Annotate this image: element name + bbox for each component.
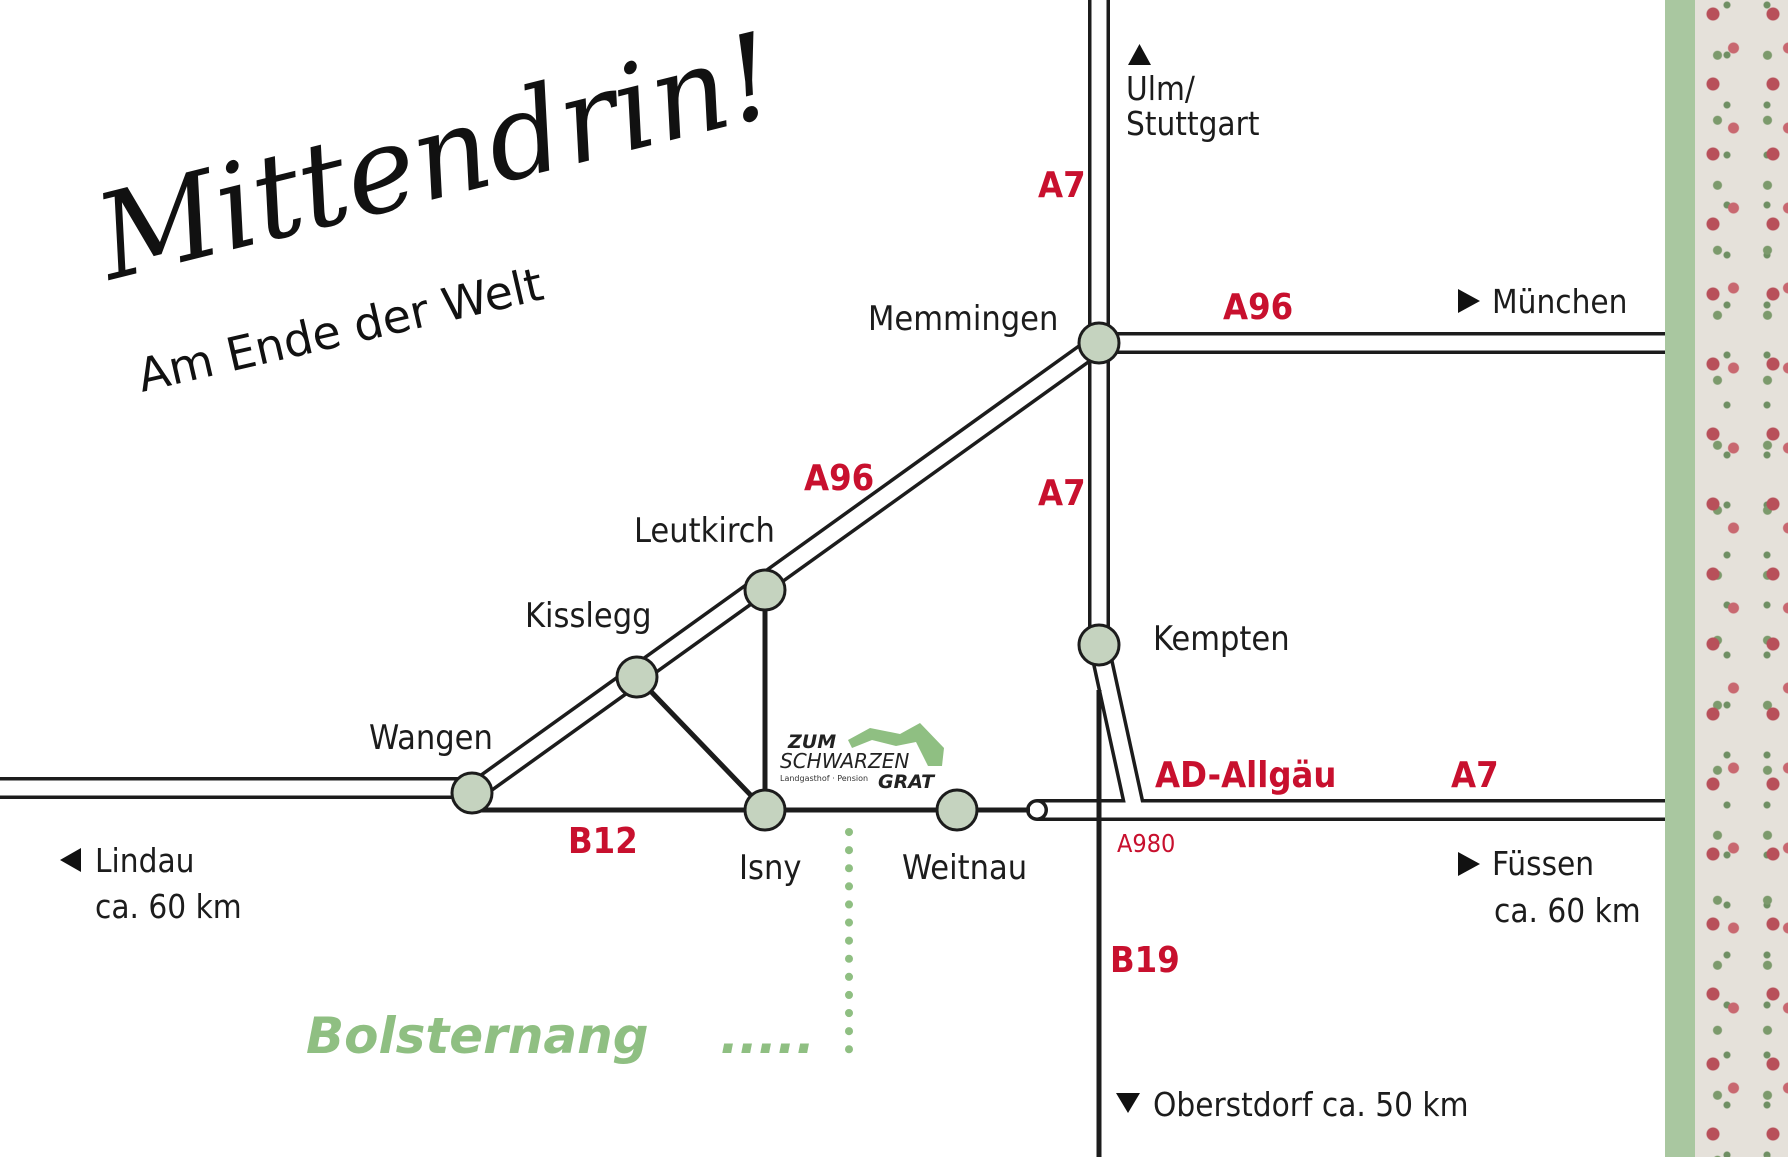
- route-map: Mittendrin! Am Ende der Welt: [0, 0, 1665, 1157]
- node-weitnau: [935, 788, 979, 832]
- city-kisslegg: Kisslegg: [525, 596, 652, 636]
- node-wangen: [450, 771, 494, 815]
- city-kempten: Kempten: [1153, 619, 1290, 659]
- dest-ulm-line2: Stuttgart: [1126, 104, 1259, 143]
- node-kisslegg: [615, 655, 659, 699]
- highway-network: [0, 0, 1665, 821]
- road-label-a980: A980: [1117, 829, 1175, 858]
- logo-line3: GRAT: [878, 771, 936, 793]
- dest-ulm-line1: Ulm/: [1126, 69, 1195, 108]
- dest-lindau-line2: ca. 60 km: [95, 887, 242, 926]
- arrow-left-icon: [60, 848, 81, 872]
- road-label-a96-east: A96: [1223, 287, 1293, 328]
- city-wangen: Wangen: [369, 718, 493, 758]
- location-bolsternang: Bolsternang: [306, 1007, 649, 1065]
- arrow-right-icon: [1458, 289, 1480, 313]
- road-label-b12: B12: [568, 821, 638, 862]
- logo-line2: SCHWARZEN: [780, 749, 909, 773]
- city-isny: Isny: [739, 848, 801, 888]
- road-label-a96-diag: A96: [804, 458, 874, 499]
- arrow-up-icon: [1128, 44, 1151, 65]
- node-kempten: [1077, 623, 1121, 667]
- node-isny: [743, 788, 787, 832]
- zum-schwarzen-grat-logo: ZUM SCHWARZEN Landgasthof · Pension GRAT: [780, 723, 944, 793]
- floral-wallpaper-strip: [1695, 0, 1788, 1157]
- road-label-ad-allgaeu: AD-Allgäu: [1155, 755, 1336, 796]
- dest-fuessen-line1: Füssen: [1492, 844, 1594, 883]
- location-dots: .....: [720, 1007, 815, 1065]
- city-memmingen: Memmingen: [868, 299, 1058, 339]
- dest-oberstdorf: Oberstdorf ca. 50 km: [1153, 1085, 1469, 1124]
- road-label-a7-north: A7: [1038, 165, 1086, 206]
- logo-line1: ZUM: [787, 731, 836, 753]
- city-leutkirch: Leutkirch: [634, 511, 775, 551]
- city-weitnau: Weitnau: [902, 848, 1027, 888]
- road-label-a7-east: A7: [1451, 755, 1499, 796]
- logo-tagline: Landgasthof · Pension: [780, 774, 868, 783]
- headline-title: Mittendrin!: [81, 6, 788, 308]
- node-leutkirch: [743, 568, 787, 612]
- road-label-b19: B19: [1110, 940, 1180, 981]
- road-label-a7-mid: A7: [1038, 473, 1086, 514]
- dest-muenchen: München: [1492, 282, 1628, 321]
- arrow-down-icon: [1116, 1093, 1140, 1113]
- city-nodes: [450, 321, 1121, 832]
- node-memmingen: [1077, 321, 1121, 365]
- dest-fuessen-line2: ca. 60 km: [1494, 891, 1641, 930]
- dest-lindau-line1: Lindau: [95, 841, 194, 880]
- arrow-right-icon: [1458, 852, 1480, 876]
